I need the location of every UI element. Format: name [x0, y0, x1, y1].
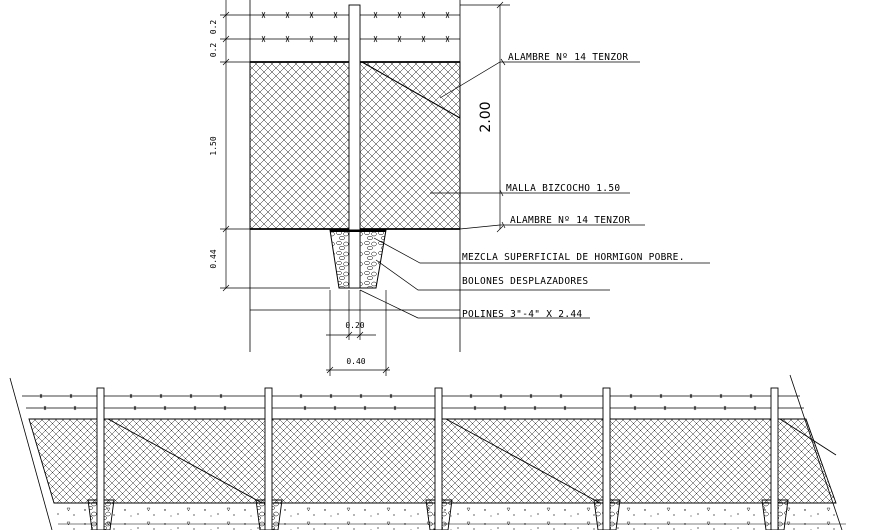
label-malla: MALLA BIZCOCHO 1.50	[506, 183, 620, 194]
label-alambre-top: ALAMBRE Nº 14 TENZOR	[508, 52, 628, 63]
label-bolones: BOLONES DESPLAZADORES	[462, 276, 588, 287]
elevation-mesh	[28, 418, 837, 504]
section-detail: 0.2 0.2 1.50 0.44 2.00 0.20 0.40	[209, 0, 710, 376]
dim-total-height: 2.00	[478, 101, 494, 132]
horizontal-dimensions	[250, 290, 460, 376]
footing	[329, 229, 387, 289]
label-alambre-bottom: ALAMBRE Nº 14 TENZOR	[510, 215, 630, 226]
dim-top-1: 0.2	[209, 20, 218, 35]
elevation-post	[425, 387, 453, 530]
vertical-dimension-left	[220, 0, 330, 292]
elevation-post	[593, 387, 621, 530]
elevation-post	[255, 387, 283, 530]
dim-post-width: 0.20	[345, 321, 364, 330]
dim-top-2: 0.2	[209, 43, 218, 58]
dim-mesh-height: 1.50	[209, 136, 218, 155]
label-polines: POLINES 3"-4" X 2.44	[462, 309, 582, 320]
dim-footing-width: 0.40	[346, 357, 365, 366]
dim-footing-depth: 0.44	[209, 249, 218, 268]
elevation-posts	[87, 387, 789, 530]
elevation-post	[761, 387, 789, 530]
vertical-dimension-right	[460, 1, 510, 233]
elevation-post	[87, 387, 115, 530]
leader-lines	[359, 61, 710, 319]
label-mezcla: MEZCLA SUPERFICIAL DE HORMIGON POBRE.	[462, 252, 685, 263]
leader-ticks	[499, 58, 506, 229]
fence-elevation	[9, 374, 846, 530]
